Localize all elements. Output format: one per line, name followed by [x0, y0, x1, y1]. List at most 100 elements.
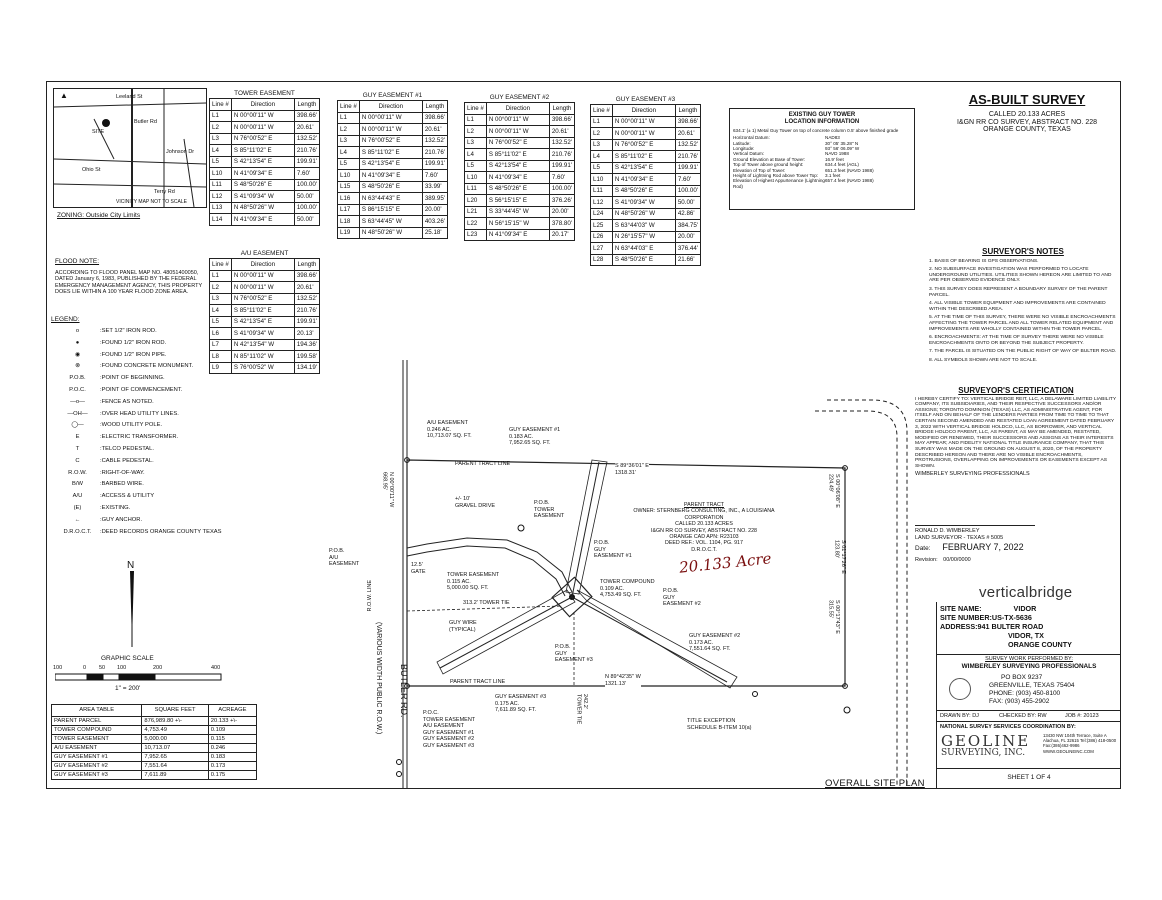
tower-info-key: Longitude:	[733, 146, 755, 152]
tower-info-value: NAD83	[825, 135, 840, 141]
table-cell: L5	[209, 155, 232, 168]
surveyor-license: LAND SURVEYOR - TEXAS # 5005	[915, 535, 1004, 541]
guy-easement-1-label: GUY EASEMENT #1 0.183 AC. 7,952.65 SQ. F…	[509, 427, 561, 446]
legend-text: :FENCE AS NOTED.	[100, 398, 154, 405]
legend-item: ⊗:FOUND CONCRETE MONUMENT.	[55, 363, 193, 369]
pob-guy3-label: P.O.B. GUY EASEMENT #3	[555, 644, 593, 663]
flood-heading: FLOOD NOTE:	[55, 258, 100, 265]
pob-guy1-label: P.O.B. GUY EASEMENT #1	[594, 540, 632, 559]
tower-tie-label: 313.2' TOWER TIE	[463, 600, 510, 607]
table-title: GUY EASEMENT #3	[615, 96, 676, 103]
table-cell: 50.00'	[674, 196, 701, 209]
scale-tick: 0	[83, 665, 87, 671]
table-cell: N 48°50'26" W	[611, 207, 676, 220]
iron-rod-icon	[842, 683, 848, 689]
table-cell: 7.60'	[674, 173, 701, 186]
tower-info-value: 651.3 feet (NAVD 1988)	[825, 167, 874, 173]
legend-text: :BARBED WIRE.	[100, 481, 144, 488]
table-cell: 376.26'	[548, 194, 575, 207]
guy-wire-line	[571, 596, 728, 683]
guy-wire-line	[571, 461, 600, 598]
table-cell: 25.18'	[421, 226, 448, 239]
legend-text: :WOOD UTILITY POLE.	[100, 422, 163, 429]
parent-tract-cad: ORANGE CAD APN: R23103	[669, 534, 739, 541]
tower-info-value: NAVD 1988	[825, 151, 849, 157]
legend-symbol: A/U	[72, 493, 83, 500]
date-value: FEBRUARY 7, 2022	[942, 542, 1024, 552]
revision-value: 00/00/0000	[943, 557, 971, 563]
table-cell: 199.91'	[674, 161, 701, 174]
gravel-drive-line	[406, 545, 566, 597]
table-cell: 100.00'	[548, 182, 575, 195]
guy-wire-line	[439, 596, 573, 669]
site-number-label: SITE NUMBER:	[940, 613, 992, 622]
tower-info-key: Latitude:	[733, 140, 751, 146]
title-exception-label: TITLE EXCEPTION SCHEDULE B-ITEM 10(a)	[687, 718, 752, 731]
legend-symbol: C	[75, 457, 80, 464]
vicinity-street-label: Terry Rd	[154, 189, 175, 195]
tower-compound-outline	[551, 576, 593, 618]
legend-symbol: ●	[75, 339, 80, 346]
tower-info-key: Horizontal Datum:	[733, 135, 770, 141]
table-cell: N 63°44'03" E	[611, 242, 676, 255]
certification-heading: SURVEYOR'S CERTIFICATION	[958, 386, 1074, 395]
geoline-logo: GEOLINE SURVEYING, INC.	[941, 732, 1041, 758]
note-item: 4. ALL VISIBLE TOWER EQUIPMENT AND IMPRO…	[929, 301, 1106, 312]
scale-tick: 100	[117, 665, 127, 671]
tower-info-row: Longitude:93° 56' 06.09" W	[733, 146, 911, 151]
table-cell: L23	[464, 228, 487, 241]
legend-symbol: —OH—	[67, 410, 88, 417]
legend-item: C:CABLE PEDESTAL.	[55, 457, 153, 464]
job-number: JOB #: 20123	[1065, 713, 1099, 719]
notes-heading: SURVEYOR'S NOTES	[982, 247, 1064, 256]
legend-text: :SET 1/2" IRON ROD.	[100, 328, 157, 334]
legend-symbol: ⊗	[75, 363, 80, 370]
utility-pole-icon	[843, 706, 851, 714]
vicinity-street-label: Leeland St	[116, 94, 143, 100]
legend-item: D.R.O.C.T.:DEED RECORDS ORANGE COUNTY TE…	[55, 528, 221, 535]
legend-symbol: (E)	[73, 505, 82, 511]
guy-wire-label: GUY WIRE (TYPICAL)	[449, 620, 477, 633]
tower-info-key: Elevation of Top of Tower:	[733, 167, 786, 173]
date-label: Date:	[915, 545, 931, 552]
legend-symbol: —o—	[70, 398, 85, 405]
legend-item: ←:GUY ANCHOR.	[55, 516, 143, 523]
legend-item: A/U:ACCESS & UTILITY	[55, 493, 154, 499]
road-label: BUTLER RD.	[399, 664, 409, 718]
drawn-by: DRAWN BY: DJ	[940, 713, 979, 719]
legend-symbol: D.R.O.C.T.	[63, 528, 92, 535]
tower-info-row: Ground Elevation at Base of Tower:16.9' …	[733, 157, 911, 162]
table-cell: S 42°13'54" E	[230, 155, 295, 168]
performed-by-city: GREENVILLE, TEXAS 75404	[989, 682, 1075, 689]
performed-by-fax: FAX: (903) 455-2902	[989, 698, 1050, 705]
table-cell: 210.76'	[674, 150, 701, 163]
table-cell: 20.61'	[548, 125, 575, 138]
legend-text: :GUY ANCHOR.	[100, 516, 143, 523]
tower-info-value: 3.1 feet	[825, 173, 841, 179]
tower-info-row: Top of Tower above ground height:634.4 f…	[733, 162, 911, 167]
parent-tract-line-label: PARENT TRACT LINE	[450, 679, 506, 685]
vicinity-map: SITE Leeland St Butler Rd Johnson Dr Ohi…	[53, 88, 207, 208]
legend-item: —OH—:OVER HEAD UTILITY LINES.	[55, 410, 178, 417]
tower-info-row: Vertical Datum:NAVD 1988	[733, 151, 911, 156]
guy-easement-strip	[565, 459, 608, 595]
table-cell: 199.91'	[293, 155, 320, 168]
table-title: GUY EASEMENT #2	[489, 94, 550, 101]
table-cell: L2	[209, 121, 232, 134]
table-cell: N 00°00'11" W	[358, 123, 423, 136]
